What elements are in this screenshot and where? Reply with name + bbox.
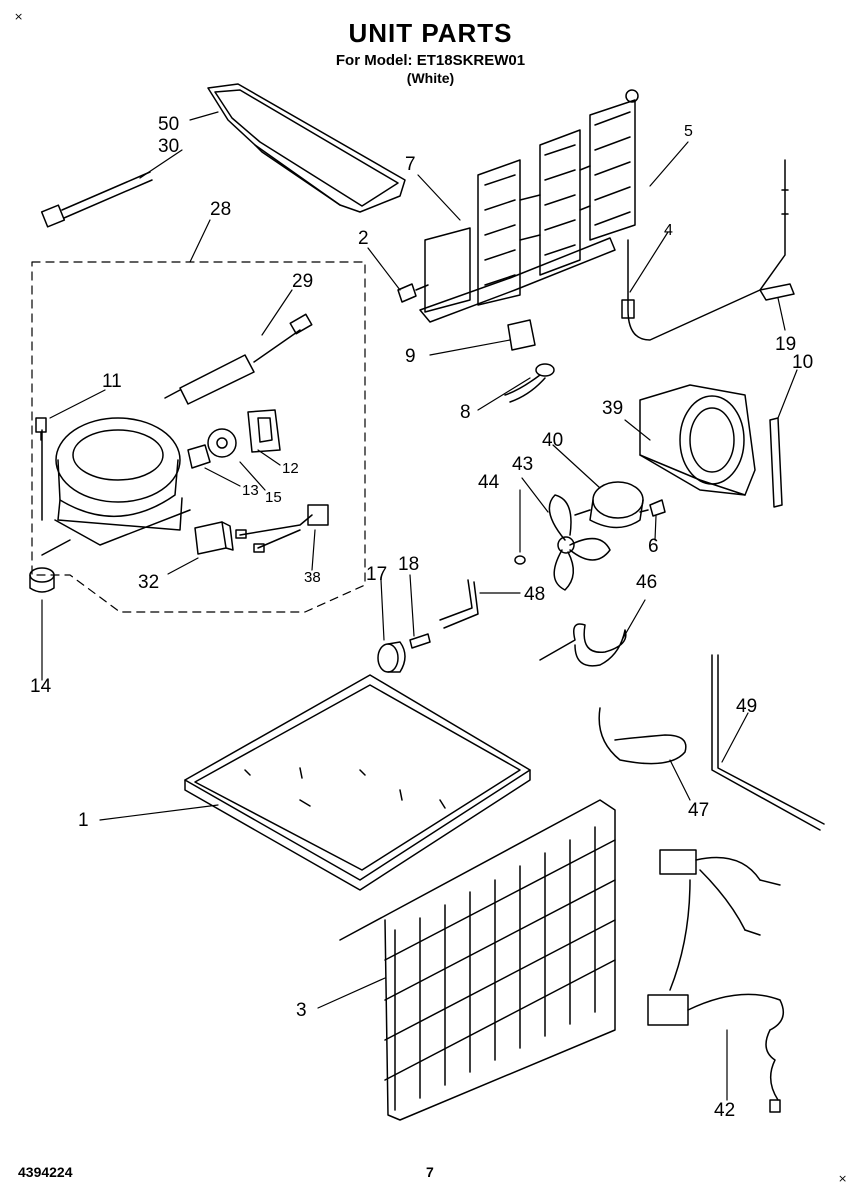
callout-28: 28 bbox=[210, 199, 231, 220]
part-screw-6 bbox=[639, 499, 666, 517]
part-strip-10 bbox=[769, 417, 783, 508]
callout-19: 19 bbox=[775, 334, 796, 355]
part-washer-44 bbox=[514, 555, 526, 565]
callout-9: 9 bbox=[405, 346, 416, 367]
part-axle-18 bbox=[409, 633, 431, 649]
callout-14: 14 bbox=[30, 676, 52, 697]
part-clip-19 bbox=[759, 283, 795, 301]
callout-10: 10 bbox=[792, 352, 813, 373]
part-compressor bbox=[41, 417, 191, 556]
callout-50: 50 bbox=[158, 114, 179, 135]
corner-mark: × bbox=[838, 1172, 848, 1185]
callout-49: 49 bbox=[736, 696, 757, 717]
callout-5: 5 bbox=[684, 123, 693, 140]
callout-47: 47 bbox=[688, 800, 709, 821]
callout-46: 46 bbox=[636, 572, 657, 593]
leader-lines bbox=[41, 111, 798, 1101]
callout-12: 12 bbox=[282, 460, 299, 477]
callout-7: 7 bbox=[405, 154, 416, 175]
part-defrost-thermostat bbox=[621, 159, 789, 341]
callout-29: 29 bbox=[292, 271, 313, 292]
callout-32: 32 bbox=[138, 572, 159, 593]
page-number: 7 bbox=[426, 1164, 434, 1180]
part-tube-48 bbox=[439, 579, 479, 629]
corner-mark: × bbox=[14, 10, 24, 23]
callout-3: 3 bbox=[296, 1000, 307, 1021]
callout-2: 2 bbox=[358, 228, 369, 249]
callout-40: 40 bbox=[542, 430, 563, 451]
model-line: For Model: ET18SKREW01 bbox=[335, 52, 526, 69]
compressor-group-outline bbox=[31, 261, 366, 613]
part-terminal-8 bbox=[504, 363, 555, 403]
part-screw-2 bbox=[397, 283, 429, 303]
callout-15: 15 bbox=[265, 489, 282, 506]
part-base-frame bbox=[184, 674, 531, 891]
part-capacitor-32 bbox=[194, 521, 234, 555]
part-fan-blade bbox=[548, 494, 611, 591]
part-evaporator-assembly bbox=[419, 89, 639, 323]
part-wire-harness-42 bbox=[647, 849, 785, 1113]
part-screw-11 bbox=[35, 417, 47, 441]
callout-38: 38 bbox=[304, 569, 321, 586]
color-line: (White) bbox=[406, 70, 455, 86]
part-grommet-14 bbox=[29, 567, 55, 593]
callout-48: 48 bbox=[524, 584, 545, 605]
callout-44: 44 bbox=[478, 472, 500, 493]
callout-17: 17 bbox=[366, 564, 387, 585]
callout-42: 42 bbox=[714, 1100, 735, 1121]
callout-6: 6 bbox=[648, 536, 659, 557]
part-filter-drier bbox=[164, 313, 313, 405]
part-fan-motor bbox=[574, 481, 644, 529]
callout-1: 1 bbox=[78, 810, 89, 831]
callout-11: 11 bbox=[102, 371, 122, 392]
part-rod-49 bbox=[711, 654, 825, 831]
callout-18: 18 bbox=[398, 554, 419, 575]
callout-30: 30 bbox=[158, 136, 179, 157]
part-drain-trough bbox=[207, 83, 406, 213]
part-bracket-9 bbox=[507, 319, 536, 351]
callout-8: 8 bbox=[460, 402, 471, 423]
part-fan-shroud bbox=[639, 384, 756, 496]
callout-labels: 50 30 28 29 11 12 13 15 32 38 14 2 7 5 4… bbox=[30, 114, 813, 1121]
part-relay-group bbox=[187, 409, 281, 469]
part-cable-30 bbox=[40, 171, 153, 228]
part-tube-47 bbox=[598, 707, 687, 765]
part-tube-46 bbox=[539, 623, 627, 667]
part-roller-17 bbox=[377, 641, 406, 673]
callout-43: 43 bbox=[512, 454, 533, 475]
callout-39: 39 bbox=[602, 398, 623, 419]
callout-13: 13 bbox=[242, 482, 259, 499]
page-title: UNIT PARTS bbox=[348, 18, 513, 48]
part-harness-38 bbox=[235, 504, 329, 553]
callout-4: 4 bbox=[664, 222, 673, 239]
part-condenser-coil bbox=[339, 799, 616, 1121]
document-number: 4394224 bbox=[18, 1164, 73, 1180]
